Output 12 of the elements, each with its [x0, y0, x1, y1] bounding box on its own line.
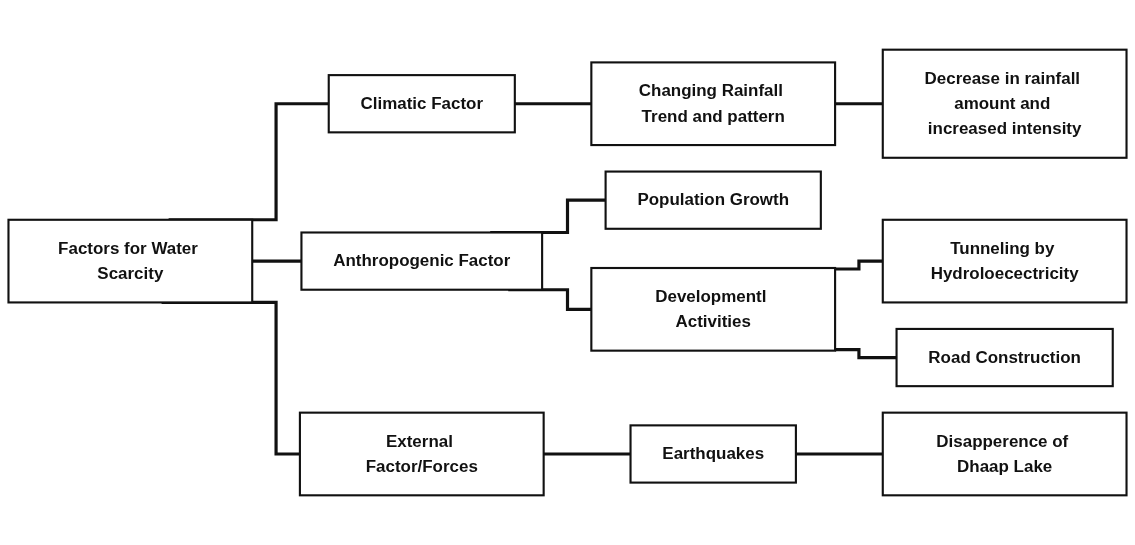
node-box: Developmentl Activities: [590, 266, 837, 352]
node-box: Changing Rainfall Trend and pattern: [590, 61, 837, 147]
node-box: Factors for Water Scarcity: [7, 218, 254, 304]
node-box: Earthquakes: [629, 424, 797, 484]
node-box: External Factor/Forces: [298, 411, 545, 497]
node-box: Road Construction: [895, 327, 1114, 388]
node-box: Tunneling by Hydroloecectricity: [881, 218, 1128, 304]
node-box: Climatic Factor: [327, 74, 516, 134]
node-box: Anthropogenic Factor: [300, 231, 544, 291]
node-box: Population Growth: [604, 170, 822, 230]
node-box: Disapperence of Dhaap Lake: [881, 411, 1128, 497]
node-box: Decrease in rainfall amount and increased intensity: [881, 48, 1128, 159]
